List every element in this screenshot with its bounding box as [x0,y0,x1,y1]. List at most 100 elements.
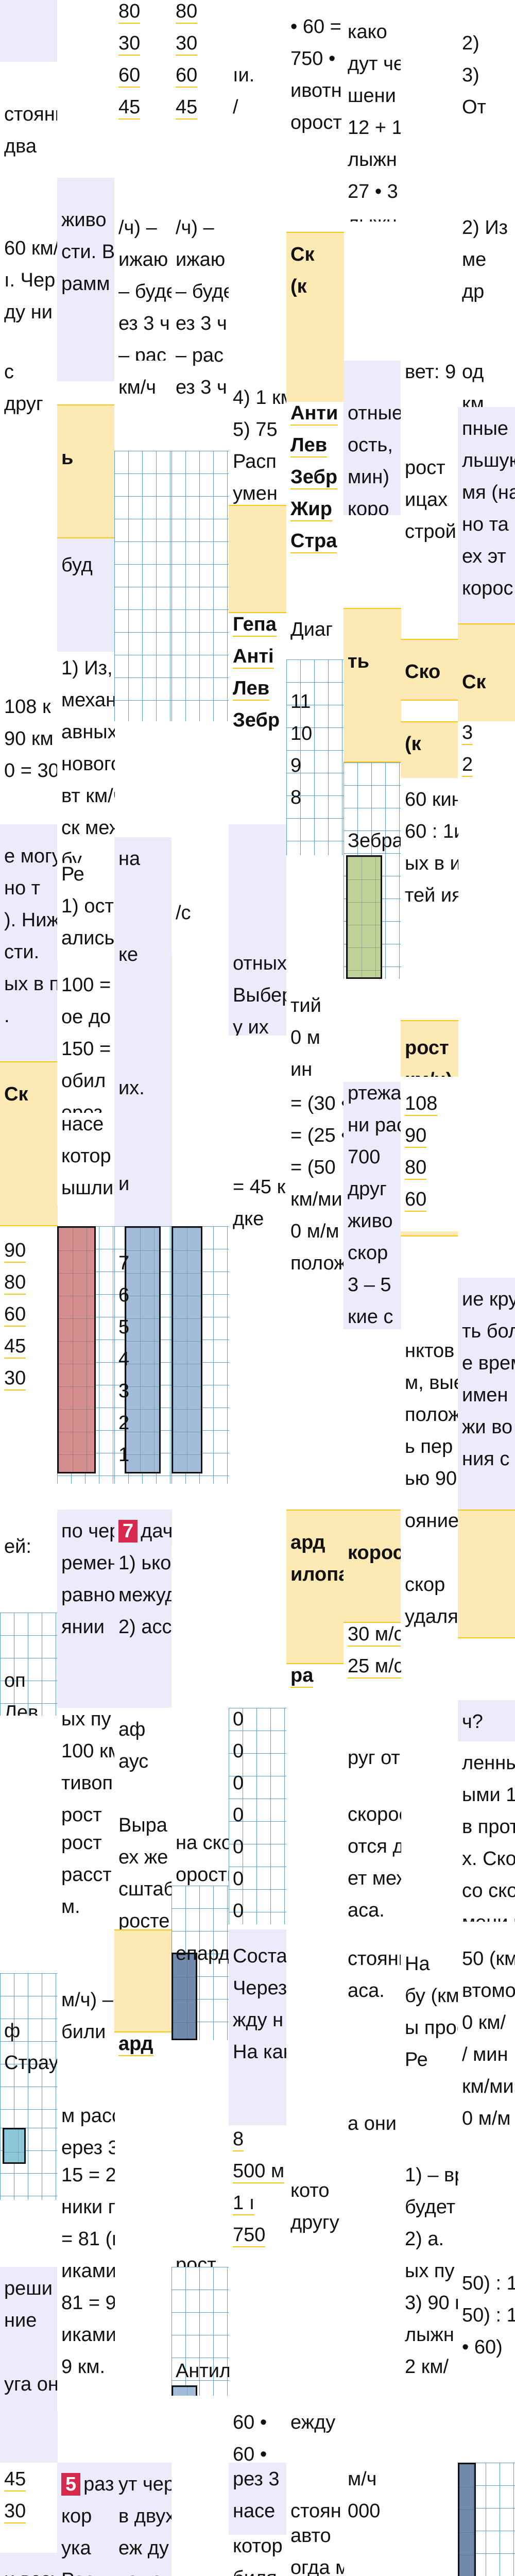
text-line: мя (на [462,482,515,503]
text-line: епард [176,1943,229,1964]
text-line: Ре [405,2049,428,2071]
tile-white: /с [171,824,229,953]
text-line: 4 [118,1348,130,1370]
text-line: ыми 1 [462,1784,515,1806]
text-line: лыжн [405,2324,454,2346]
text-line: / [233,96,238,118]
text-line: ышли [61,1177,114,1199]
text-line: ез 3 ч [118,313,170,334]
text-line: буд [61,554,93,576]
text-line: иками чер [61,2260,115,2282]
text-line: авто [290,2525,331,2547]
text-line: ард [118,2032,153,2056]
text-line: = (30 • [290,1093,344,1114]
text-line: 8 [233,2128,244,2151]
text-line: живо [61,209,107,231]
text-line: расст [61,1864,112,1886]
text-line: ижаю [176,249,226,270]
text-line: насе [233,2500,276,2522]
tile-white: насекоторышлилыжн [57,1113,115,1206]
text-line: 15 = 27 (км/ [61,2164,115,2186]
text-line: / мин [462,2044,508,2065]
text-line: 9 км. [61,2356,105,2378]
tile-lav: и всехскородиаг [0,2553,58,2576]
text-line: ме [462,249,487,270]
text-line: км/ми [290,1189,342,1210]
text-line: ч? [462,1711,483,1733]
tile-lav: буд [57,538,115,652]
text-line: Ск [290,244,315,265]
text-line: Жир [290,498,332,521]
text-line: 60 км/ [4,238,58,259]
tile-head [458,1510,515,1638]
text-line: Через [233,1977,286,1999]
tile-white: стоян [286,2463,344,2535]
text-line: скор [405,1574,445,1596]
text-line: насе [61,1113,104,1135]
text-line: 8 [290,787,302,808]
text-line: м/ч) – [61,1989,113,2011]
chart-bar [458,2463,476,2576]
text-line: ех же [118,1846,168,1868]
text-line: Зебра [348,830,401,852]
text-line: 2) Из [462,217,508,239]
text-line: км/ч [118,377,157,398]
text-line: пные [462,418,509,439]
chart-bar [125,1226,161,1473]
tile-table [458,1113,515,1267]
text-line: кие с [348,1306,393,1328]
text-line: Ск [462,671,486,693]
text-line: м расстоя [61,2105,115,2127]
text-line: друг [348,1178,387,1200]
text-line: км/ми [462,2076,514,2097]
text-line: 30 [118,32,141,56]
tile-grid [57,1226,115,1484]
text-line: На [405,1953,430,1975]
text-line: обил [61,1070,106,1092]
text-line: но та [462,514,509,535]
text-line: 60 кин = 1 [405,789,458,810]
text-line: в прот [462,1816,515,1838]
chart-bar [57,1226,96,1473]
text-line: корос [348,1542,401,1564]
tile-white: 1) Из, рассмеханоавныхновоговт км/чск ме… [57,652,115,863]
tile-table [171,2463,229,2576]
text-line: – рас [176,345,224,366]
text-line: сти. В [61,241,115,263]
chart-bar [3,2128,26,2164]
text-line: два [4,135,37,157]
text-line: 30 [176,32,198,56]
text-line: шени [348,85,396,107]
text-line: 27 • 3 [348,181,398,202]
text-line: руг от друга [348,1747,401,1769]
tile-lav: 5разкорукаРасуме [57,2463,115,2576]
text-line: 7дачи [118,1520,172,1543]
tile-white: скорость, сотся друг кет междуаса. [344,1803,401,1947]
text-line: 3) [462,64,479,86]
text-line: 0 [233,1868,244,1890]
text-line: ежду [290,2412,336,2433]
text-line: били [61,2021,106,2043]
tile-head: ь [57,404,115,538]
text-line: сти. [4,941,40,963]
text-line: 1) ько вр [118,1552,172,1574]
text-line: отся друг к [348,1836,401,1857]
tile-grid: Антил [171,2267,229,2396]
text-line: 108 к [4,696,51,718]
tile-table [0,464,58,685]
text-line: м/ч [348,2468,377,2490]
text-line: Анті [233,645,274,669]
text-line: 5) 75 [233,419,278,440]
text-line: – буде [176,281,229,302]
tile-grid [0,2128,58,2200]
text-line: /ч) – [118,217,157,239]
text-line: ое до [61,1006,111,1028]
